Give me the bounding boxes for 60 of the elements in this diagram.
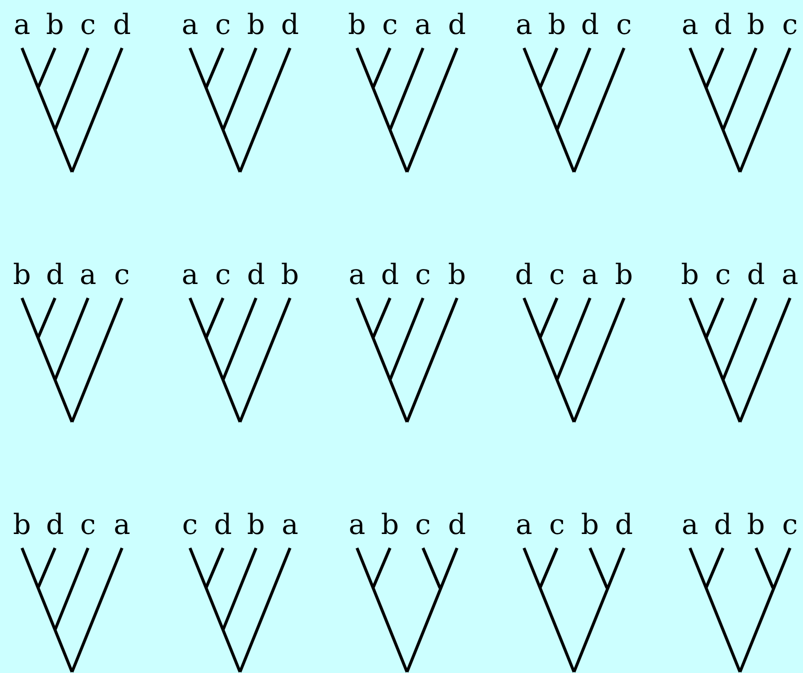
leaf-label: b [747,10,765,40]
leaf-label: a [282,510,298,540]
leaf-label: b [747,510,765,540]
leaf-label: a [182,10,198,40]
leaf-label: a [80,260,96,290]
leaf-label: d [615,510,633,540]
leaf-label: b [13,510,31,540]
leaf-label: d [381,260,399,290]
leaf-label: d [714,510,732,540]
leaf-label: a [516,510,532,540]
leaf-label: b [615,260,633,290]
leaf-label: b [247,10,265,40]
leaf-label: b [348,10,366,40]
leaf-label: c [80,510,96,540]
leaf-label: c [215,10,231,40]
leaf-label: c [215,260,231,290]
leaf-label: a [682,510,698,540]
leaf-label: c [382,10,398,40]
leaf-label: d [581,10,599,40]
leaf-label: a [682,10,698,40]
leaf-label: a [414,10,432,40]
leaf-label: d [46,510,64,540]
leaf-label: c [415,260,431,290]
leaf-label: c [114,260,130,290]
leaf-label: d [281,10,299,40]
leaf-label: c [782,510,798,540]
leaf-label: b [46,10,64,40]
leaf-label: b [281,260,299,290]
leaf-label: c [715,260,731,290]
leaf-label: c [182,510,198,540]
leaf-label: b [247,510,265,540]
leaf-label: c [549,260,565,290]
leaf-label: c [616,10,632,40]
leaf-label: a [182,260,198,290]
leaf-label: a [348,510,366,540]
leaf-label: d [247,260,265,290]
leaf-label: d [515,260,533,290]
leaf-label: d [214,510,232,540]
leaf-label: b [548,10,566,40]
leaf-label: c [415,510,431,540]
leaf-label: a [516,10,532,40]
leaf-label: b [681,260,699,290]
leaf-label: d [448,10,466,40]
leaf-label: a [348,260,366,290]
leaf-label: a [14,10,30,40]
leaf-label: a [114,510,130,540]
leaf-label: d [448,510,466,540]
leaf-label: d [113,10,131,40]
leaf-label: c [782,10,798,40]
leaf-label: b [448,260,466,290]
leaf-label: b [581,510,599,540]
leaf-label: c [549,510,565,540]
leaf-label: b [13,260,31,290]
leaf-label: a [782,260,798,290]
leaf-label: b [381,510,399,540]
leaf-label: d [747,260,765,290]
leaf-label: a [582,260,598,290]
leaf-label: d [714,10,732,40]
leaf-label: d [46,260,64,290]
leaf-label: c [80,10,96,40]
